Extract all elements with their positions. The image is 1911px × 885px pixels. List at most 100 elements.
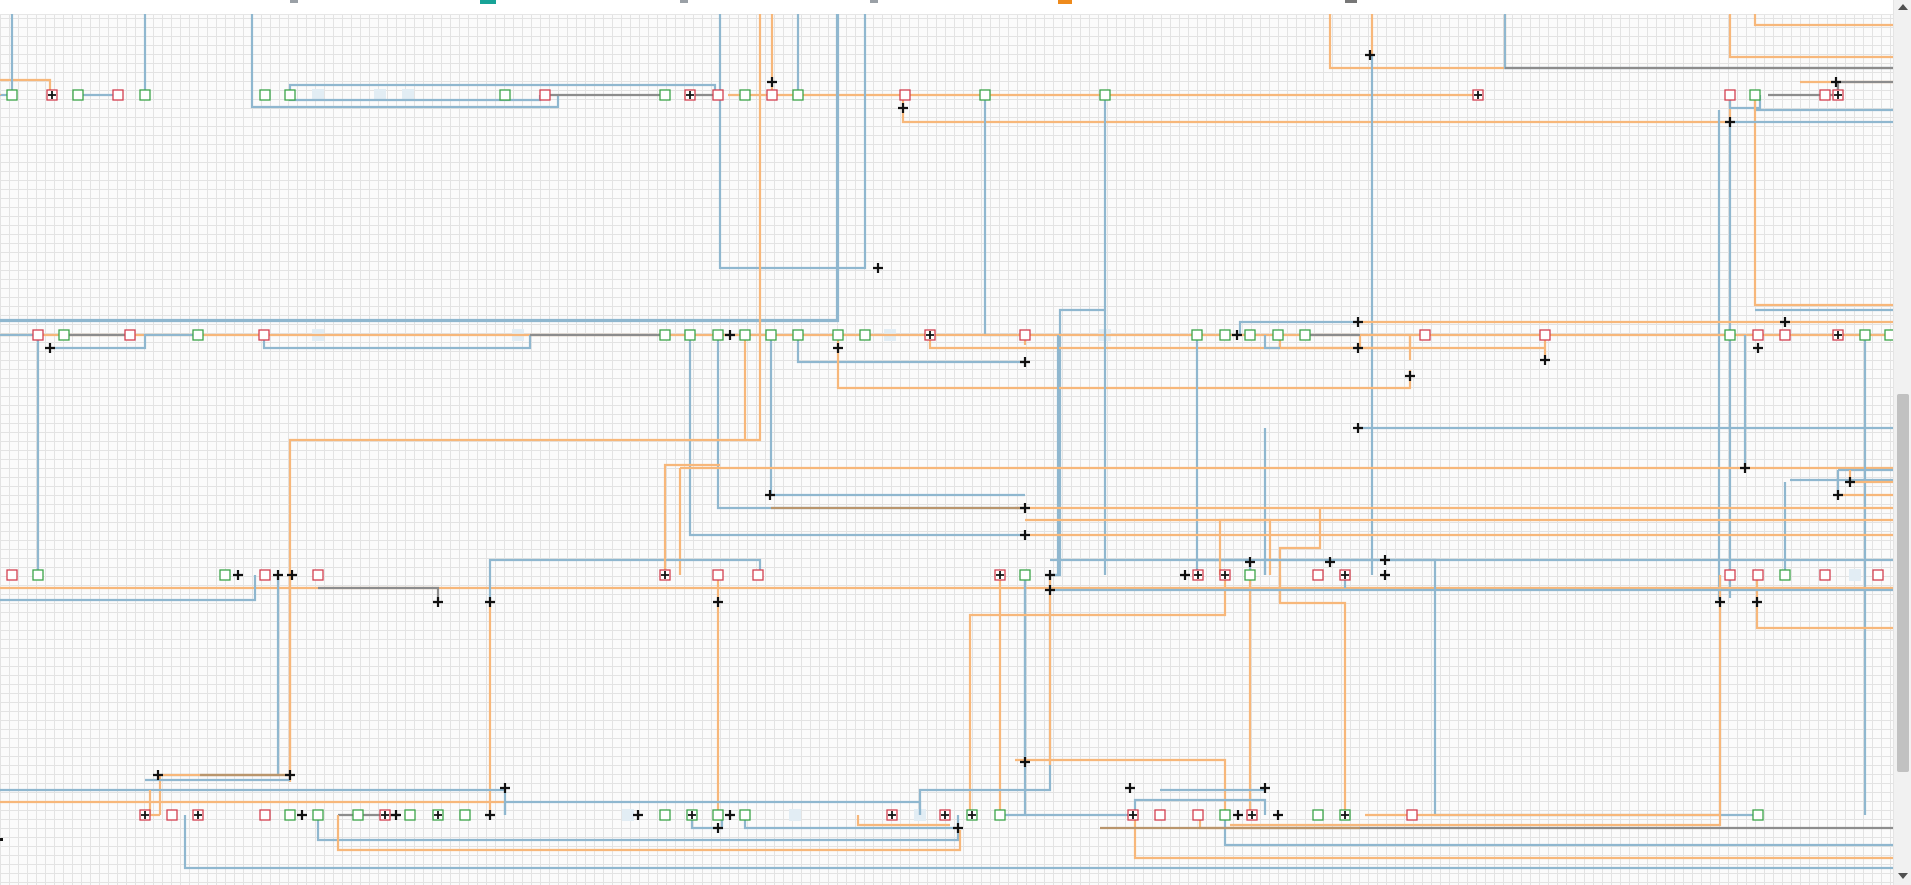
input-port[interactable]	[1099, 89, 1111, 101]
input-port[interactable]	[659, 329, 671, 341]
input-port[interactable]	[259, 89, 271, 101]
teal-square-icon[interactable]	[480, 0, 496, 4]
output-port[interactable]	[1192, 569, 1204, 581]
output-port[interactable]	[994, 569, 1006, 581]
wire-gray[interactable]	[1768, 80, 1893, 97]
input-port[interactable]	[1219, 329, 1231, 341]
input-port[interactable]	[659, 89, 671, 101]
output-port[interactable]	[1724, 569, 1736, 581]
wire-orange[interactable]	[928, 335, 1412, 350]
input-port[interactable]	[192, 329, 204, 341]
wire-orange[interactable]	[336, 815, 962, 852]
input-port[interactable]	[1272, 329, 1284, 341]
input-port[interactable]	[58, 329, 70, 341]
toolbar-glyph-icon[interactable]	[290, 0, 298, 3]
scroll-down-arrow-icon[interactable]	[1898, 873, 1908, 879]
input-port[interactable]	[32, 569, 44, 581]
wire-orange[interactable]	[1278, 508, 1322, 600]
input-port[interactable]	[712, 329, 724, 341]
wire-blue[interactable]	[1503, 14, 1893, 70]
input-port[interactable]	[1312, 809, 1324, 821]
output-port[interactable]	[939, 809, 951, 821]
input-port[interactable]	[1191, 329, 1203, 341]
output-port[interactable]	[312, 569, 324, 581]
wire-orange[interactable]	[1133, 815, 1893, 860]
wire-blue[interactable]	[1195, 335, 1252, 575]
wire-blue[interactable]	[769, 335, 1025, 497]
output-port[interactable]	[1019, 329, 1031, 341]
wire-blue[interactable]	[0, 14, 840, 323]
input-port[interactable]	[1244, 569, 1256, 581]
output-port[interactable]	[752, 569, 764, 581]
output-port[interactable]	[886, 809, 898, 821]
output-port[interactable]	[1539, 329, 1551, 341]
wire-blue[interactable]	[50, 333, 198, 350]
wire-blue[interactable]	[1133, 798, 1267, 815]
input-port[interactable]	[1019, 569, 1031, 581]
output-port[interactable]	[124, 329, 136, 341]
input-port[interactable]	[979, 89, 991, 101]
input-port[interactable]	[966, 809, 978, 821]
input-port[interactable]	[994, 809, 1006, 821]
output-port[interactable]	[32, 329, 44, 341]
input-port[interactable]	[284, 809, 296, 821]
small-gray-glyph-icon[interactable]	[1345, 0, 1357, 3]
input-port[interactable]	[792, 329, 804, 341]
output-port[interactable]	[166, 809, 178, 821]
wire-blue[interactable]	[160, 575, 280, 777]
input-port[interactable]	[739, 329, 751, 341]
input-port[interactable]	[712, 809, 724, 821]
input-port[interactable]	[312, 809, 324, 821]
output-port[interactable]	[899, 89, 911, 101]
output-port[interactable]	[1752, 329, 1764, 341]
output-port[interactable]	[1192, 809, 1204, 821]
output-port[interactable]	[259, 809, 271, 821]
wire-orange[interactable]	[1728, 14, 1893, 59]
wire-blue[interactable]	[0, 575, 257, 602]
output-port[interactable]	[1154, 809, 1166, 821]
input-port[interactable]	[1859, 329, 1871, 341]
input-port[interactable]	[1884, 329, 1893, 341]
wire-blue[interactable]	[1728, 95, 1762, 110]
input-port[interactable]	[739, 89, 751, 101]
output-port[interactable]	[1406, 809, 1418, 821]
output-port[interactable]	[1724, 89, 1736, 101]
input-port[interactable]	[432, 809, 444, 821]
wire-orange[interactable]	[1278, 575, 1347, 815]
wire-orange[interactable]	[1753, 95, 1893, 307]
toolbar-glyph-icon[interactable]	[870, 0, 878, 3]
input-port[interactable]	[1779, 569, 1791, 581]
input-port[interactable]	[1339, 809, 1351, 821]
output-port[interactable]	[1819, 89, 1831, 101]
input-port[interactable]	[686, 809, 698, 821]
input-port[interactable]	[832, 329, 844, 341]
output-port[interactable]	[139, 809, 151, 821]
output-port[interactable]	[1832, 89, 1844, 101]
output-port[interactable]	[1312, 569, 1324, 581]
output-port[interactable]	[6, 569, 18, 581]
wire-blue[interactable]	[918, 575, 1052, 815]
wire-blue[interactable]	[488, 558, 762, 600]
wire-blue[interactable]	[1050, 335, 1060, 577]
vertical-scrollbar[interactable]	[1893, 0, 1911, 885]
output-port[interactable]	[1246, 809, 1258, 821]
output-port[interactable]	[259, 569, 271, 581]
wire-blue[interactable]	[690, 815, 724, 830]
toolbar-glyph-icon[interactable]	[680, 0, 688, 3]
output-port[interactable]	[1819, 569, 1831, 581]
wire-blue[interactable]	[183, 815, 1893, 870]
wire-orange[interactable]	[1278, 335, 1545, 350]
wire-blue[interactable]	[262, 335, 532, 350]
input-port[interactable]	[1752, 809, 1764, 821]
input-port[interactable]	[6, 89, 18, 101]
input-port[interactable]	[459, 809, 471, 821]
input-port[interactable]	[765, 329, 777, 341]
scroll-up-arrow-icon[interactable]	[1898, 4, 1908, 10]
wire-orange[interactable]	[968, 575, 1227, 815]
wire-blue[interactable]	[1238, 320, 1360, 335]
output-port[interactable]	[379, 809, 391, 821]
output-port[interactable]	[1472, 89, 1484, 101]
wire-orange[interactable]	[1755, 575, 1893, 630]
